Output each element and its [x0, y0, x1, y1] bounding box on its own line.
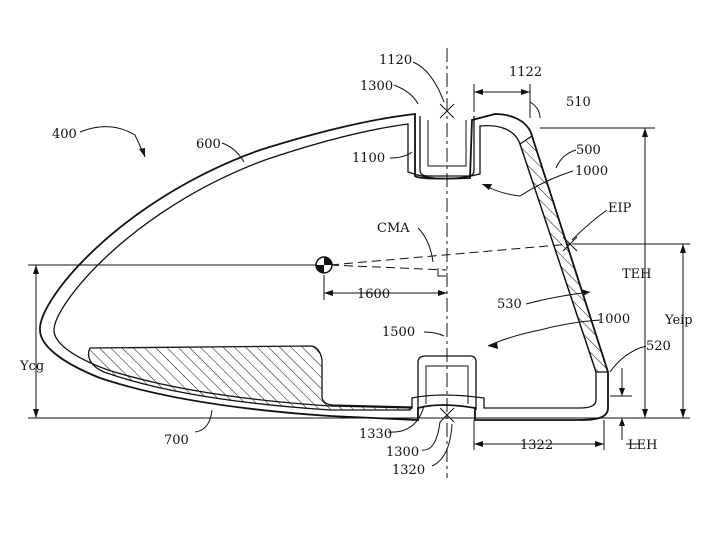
- label-1600: 1600: [357, 287, 390, 302]
- cma-line: [330, 265, 447, 270]
- label-eip: EIP: [608, 201, 632, 216]
- label-ycg: Ycg: [19, 359, 44, 374]
- label-700: 700: [164, 433, 189, 448]
- label-1120: 1120: [379, 53, 412, 68]
- label-leh: LEH: [628, 438, 657, 453]
- cg-to-eip-line: [330, 244, 570, 265]
- label-1322: 1322: [520, 438, 553, 453]
- label-cma: CMA: [377, 221, 410, 236]
- label-yeip: Yeip: [664, 313, 693, 328]
- sole-weight-hatch: [89, 346, 412, 410]
- label-520: 520: [646, 339, 671, 354]
- label-1300-bottom: 1300: [386, 445, 419, 460]
- label-1122: 1122: [509, 65, 542, 80]
- label-1500: 1500: [382, 325, 415, 340]
- label-1000-top: 1000: [575, 164, 608, 179]
- label-1330: 1330: [359, 427, 392, 442]
- label-1320: 1320: [392, 463, 425, 478]
- label-1100: 1100: [352, 151, 385, 166]
- label-1000-bottom: 1000: [597, 312, 630, 327]
- label-400: 400: [52, 127, 77, 142]
- label-600: 600: [196, 137, 221, 152]
- right-angle-mark: [438, 268, 446, 276]
- label-teh: TEH: [622, 267, 652, 282]
- label-510: 510: [566, 95, 591, 110]
- label-530: 530: [497, 297, 522, 312]
- label-500: 500: [576, 143, 601, 158]
- label-1300-top: 1300: [360, 79, 393, 94]
